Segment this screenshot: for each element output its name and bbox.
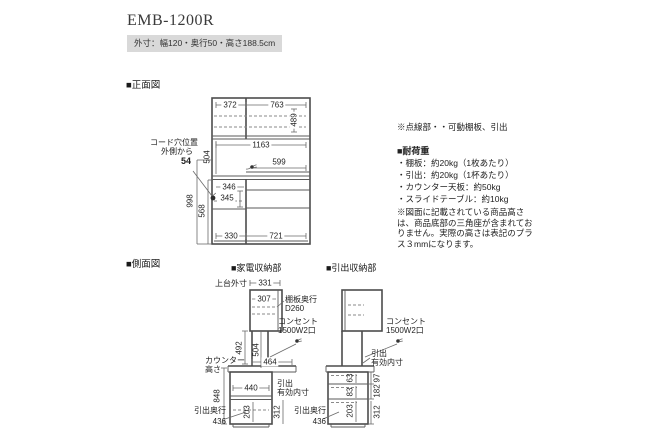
outlet-label-line1: コンセント bbox=[278, 317, 318, 326]
dim-height-492: 492 bbox=[234, 341, 244, 355]
side-appliance-title: ■家電収納部 bbox=[231, 263, 282, 273]
load-item-slide: ・スライドテーブル：約10kg bbox=[397, 194, 509, 204]
outer-dimensions-badge: 外寸：幅120・奥行50・高さ188.5cm bbox=[127, 35, 283, 52]
dim-width-330: 330 bbox=[222, 231, 240, 241]
drawer-depth-label: 引出奥行 bbox=[194, 406, 226, 415]
dim-height-345: 345 bbox=[218, 193, 236, 203]
dim-height-504-side: 504 bbox=[251, 343, 261, 357]
counter-height-label-line1: カウンター bbox=[205, 356, 245, 365]
load-capacity-title: ■耐荷重 bbox=[397, 146, 430, 156]
dim-height-83: 83 bbox=[345, 387, 355, 397]
side-drawer-title: ■引出収納部 bbox=[326, 263, 377, 273]
outlet-label-line2: 1500W2口 bbox=[386, 326, 424, 335]
page-title: EMB-1200R bbox=[127, 12, 215, 29]
load-item-shelf: ・棚板：約20kg（1枚あたり） bbox=[397, 158, 514, 168]
dim-height-489: 489 bbox=[289, 111, 299, 129]
dim-width-599: 599 bbox=[272, 157, 286, 167]
cord-hole-label-line1: コード穴位置 bbox=[150, 138, 198, 147]
counter-height-label-line2: 高さ bbox=[205, 365, 221, 374]
plug-icon bbox=[295, 338, 302, 343]
dim-height-203: 203 bbox=[345, 404, 355, 418]
dotted-line-note: ※点線部・・可動棚板、引出 bbox=[397, 122, 508, 132]
plug-icon bbox=[245, 164, 257, 170]
load-item-drawer: ・引出：約20kg（1杯あたり） bbox=[397, 170, 514, 180]
dim-depth-464: 464 bbox=[261, 357, 279, 367]
dim-width-1163: 1163 bbox=[250, 140, 272, 150]
dim-height-182: 182 bbox=[372, 384, 382, 398]
dim-width-763: 763 bbox=[268, 100, 286, 110]
drawer-inner-label-line2: 有効内寸 bbox=[277, 388, 309, 397]
drawer-depth-value: 436 bbox=[212, 417, 226, 426]
cord-hole-icon bbox=[210, 192, 217, 201]
section-front-view-label: ■正面図 bbox=[126, 80, 161, 91]
dim-height-312: 312 bbox=[272, 405, 282, 419]
dim-height-848: 848 bbox=[212, 389, 222, 403]
drawer-depth-value: 436 bbox=[312, 417, 326, 426]
dim-width-372: 372 bbox=[221, 100, 239, 110]
plug-icon bbox=[396, 338, 403, 343]
drawer-inner-label-line1: 引出 bbox=[277, 379, 293, 388]
dim-width-721: 721 bbox=[267, 231, 285, 241]
dim-depth-440: 440 bbox=[242, 383, 260, 393]
upper-outer-label: 上台外寸 bbox=[215, 279, 247, 288]
shelf-depth-label-line2: D260 bbox=[285, 304, 305, 313]
drawer-inner-label-line1: 引出 bbox=[371, 349, 387, 358]
shelf-depth-label-line1: 棚板奥行 bbox=[285, 295, 317, 304]
side-drawer-linework bbox=[322, 289, 403, 428]
section-side-view-label: ■側面図 bbox=[126, 259, 161, 270]
dim-height-568: 568 bbox=[197, 204, 207, 218]
dim-height-97: 97 bbox=[372, 373, 382, 383]
drawer-depth-label: 引出奥行 bbox=[294, 406, 326, 415]
outlet-label-line2: 1500W2口 bbox=[278, 326, 316, 335]
dim-height-504: 504 bbox=[202, 150, 212, 164]
outlet-label-line1: コンセント bbox=[386, 317, 426, 326]
height-disclaimer-note: ※図面に記載されている商品高さは、商品底部の三角座が含まれておりません。実際の高… bbox=[397, 207, 533, 249]
load-item-counter: ・カウンター天板：約50kg bbox=[397, 182, 501, 192]
dim-height-312: 312 bbox=[372, 405, 382, 419]
cord-hole-value: 54 bbox=[180, 156, 191, 166]
dim-height-203: 203 bbox=[242, 405, 252, 419]
dim-width-346: 346 bbox=[220, 182, 238, 192]
drawer-inner-label-line2: 有効内寸 bbox=[371, 358, 403, 367]
cord-hole-label-line2: 外側から bbox=[161, 147, 193, 156]
dim-height-998: 998 bbox=[185, 194, 195, 208]
dim-height-63: 63 bbox=[345, 373, 355, 383]
dim-depth-331: 331 bbox=[256, 278, 274, 288]
dim-depth-307: 307 bbox=[255, 294, 273, 304]
